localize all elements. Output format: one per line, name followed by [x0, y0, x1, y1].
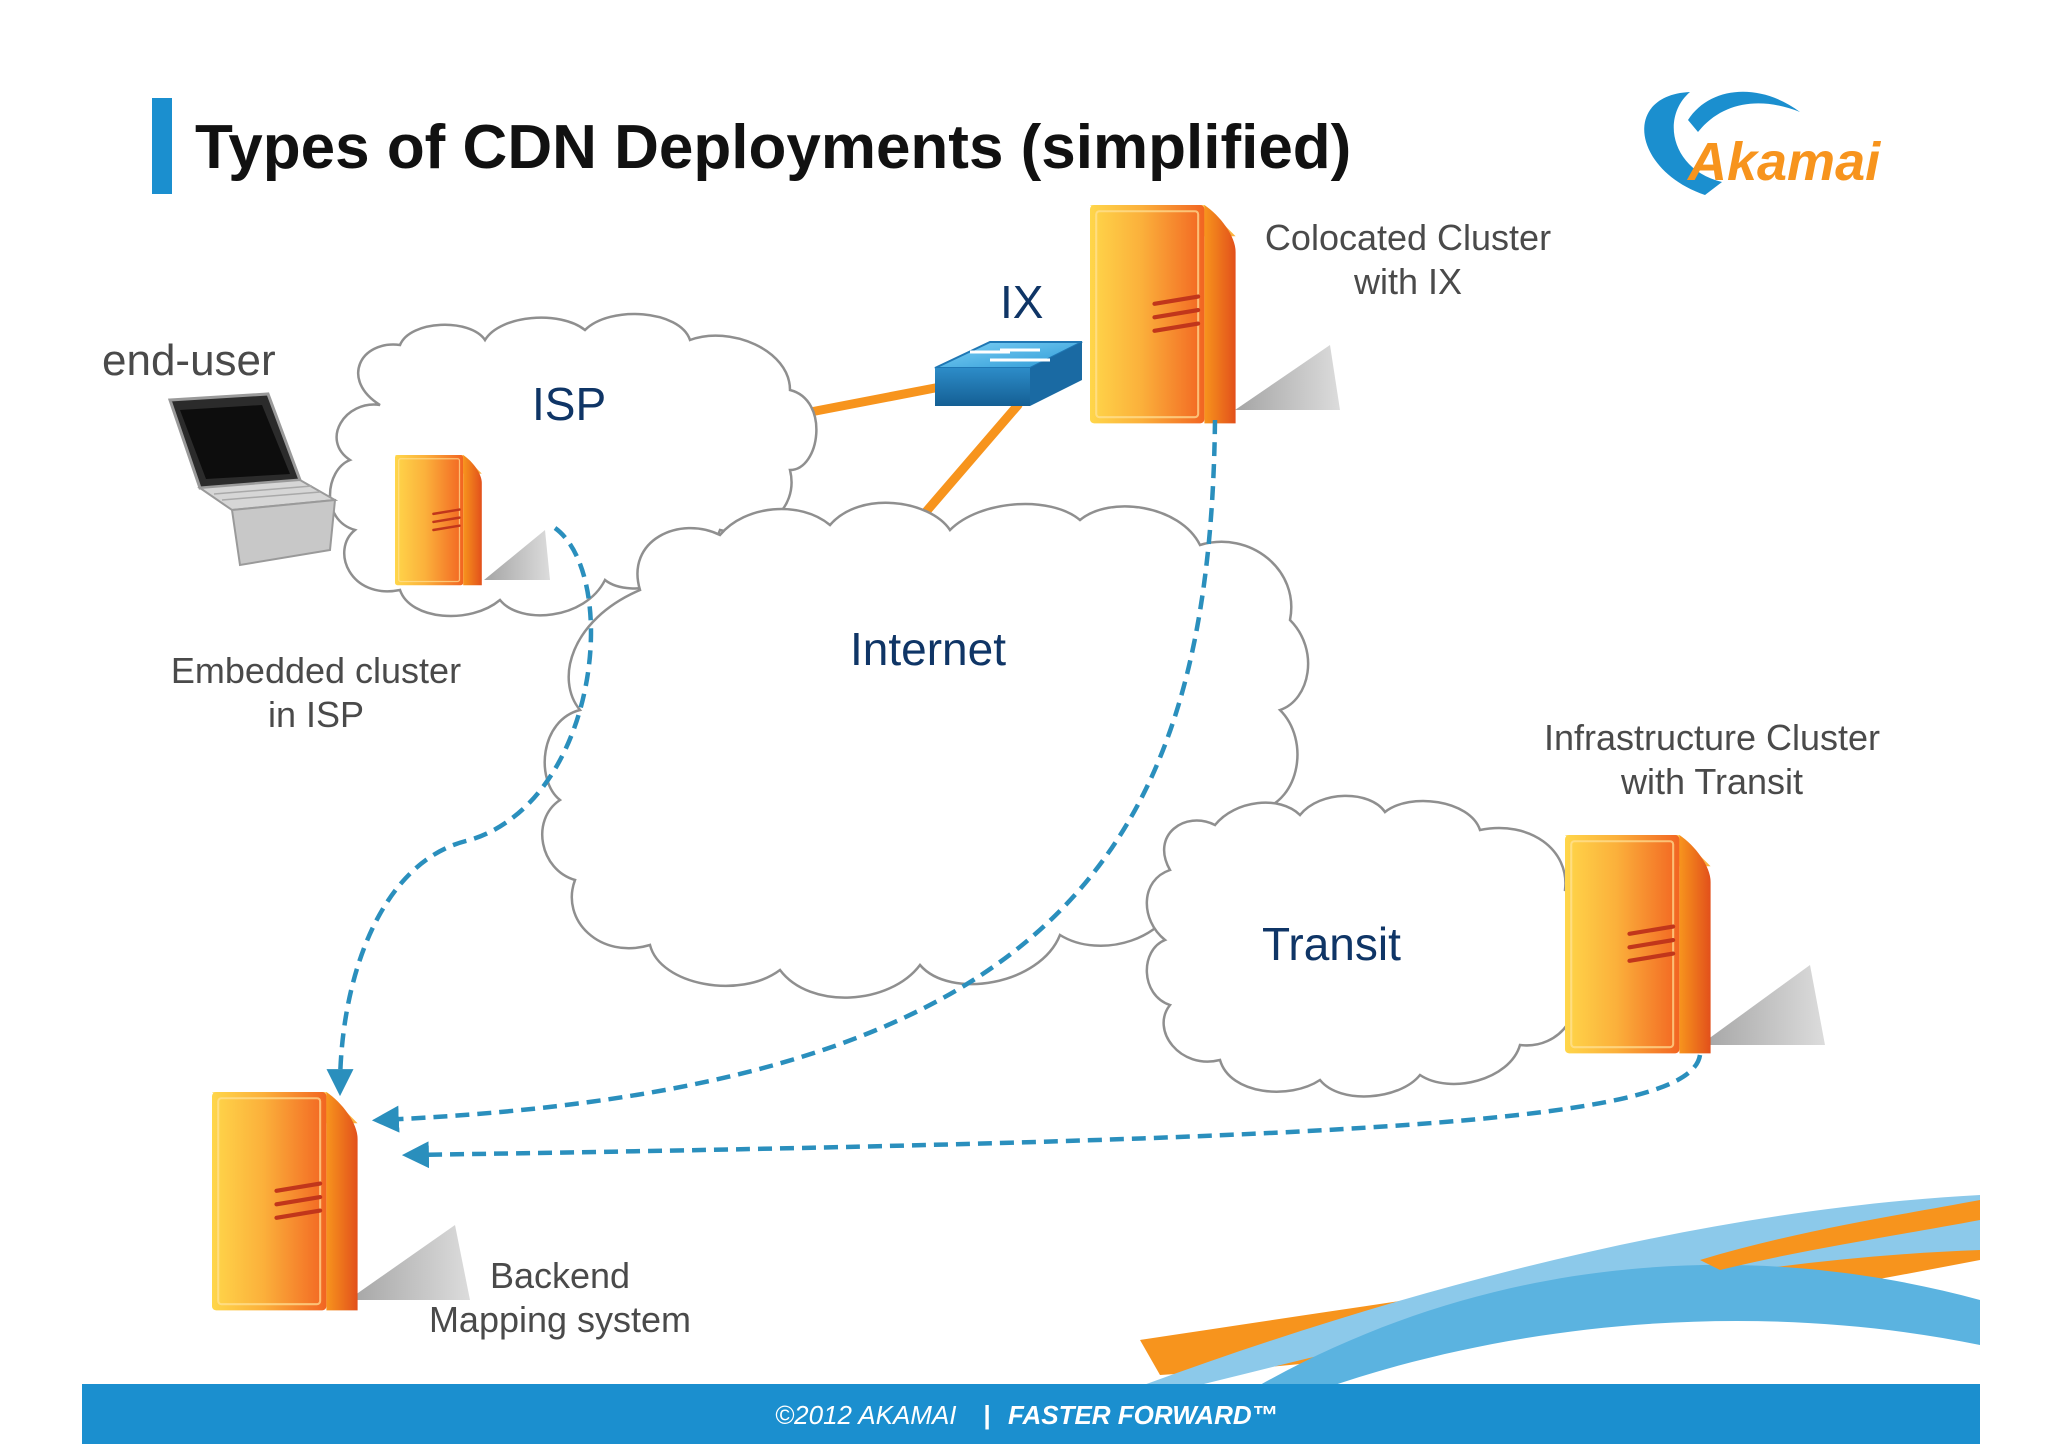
colocated-to-backend-arrow — [371, 419, 1218, 1133]
transit-label: Transit — [1262, 918, 1401, 970]
colocated-label-line1: Colocated Cluster — [1265, 217, 1551, 258]
transit-cloud — [1145, 794, 1594, 1098]
isp-to-ix-link — [790, 383, 940, 420]
backend-label-line2: Mapping system — [429, 1299, 691, 1340]
title-accent-bar — [152, 98, 172, 194]
footer-copyright: ©2012 AKAMAI — [775, 1400, 957, 1430]
embedded-label-line2: in ISP — [268, 694, 364, 735]
ix-label: IX — [1000, 276, 1043, 328]
internet-label: Internet — [850, 623, 1006, 675]
infrastructure-label-line1: Infrastructure Cluster — [1544, 717, 1880, 758]
infrastructure-cluster-server — [1565, 835, 1825, 1053]
page-title: Types of CDN Deployments (simplified) — [195, 113, 1351, 182]
server-icon — [1090, 205, 1236, 423]
network-switch-icon — [934, 341, 1083, 406]
footer-separator: | — [983, 1400, 990, 1430]
server-icon — [1565, 835, 1711, 1053]
end-user-label: end-user — [102, 336, 276, 385]
infrastructure-label-line2: with Transit — [1620, 761, 1803, 802]
akamai-logo: Akamai — [1644, 91, 1881, 195]
backend-mapping-server — [212, 1092, 470, 1310]
embedded-cluster-server — [393, 453, 550, 587]
isp-label: ISP — [532, 378, 606, 430]
embedded-label-line1: Embedded cluster — [171, 650, 461, 691]
server-icon — [393, 453, 484, 587]
server-icon — [212, 1092, 358, 1310]
backend-label-line1: Backend — [490, 1255, 630, 1296]
logo-wordmark: Akamai — [1686, 132, 1881, 192]
infrastructure-to-backend-arrow — [401, 1054, 1703, 1169]
colocated-cluster-server — [1090, 205, 1340, 423]
laptop-icon — [167, 392, 339, 567]
decorative-swoosh — [1130, 1195, 1980, 1390]
colocated-label-line2: with IX — [1353, 261, 1462, 302]
ix-to-internet-link — [907, 400, 1023, 533]
footer-band — [82, 1384, 1980, 1444]
embedded-to-backend-arrow — [326, 526, 594, 1097]
footer-tagline: FASTER FORWARD™ — [1008, 1400, 1278, 1430]
